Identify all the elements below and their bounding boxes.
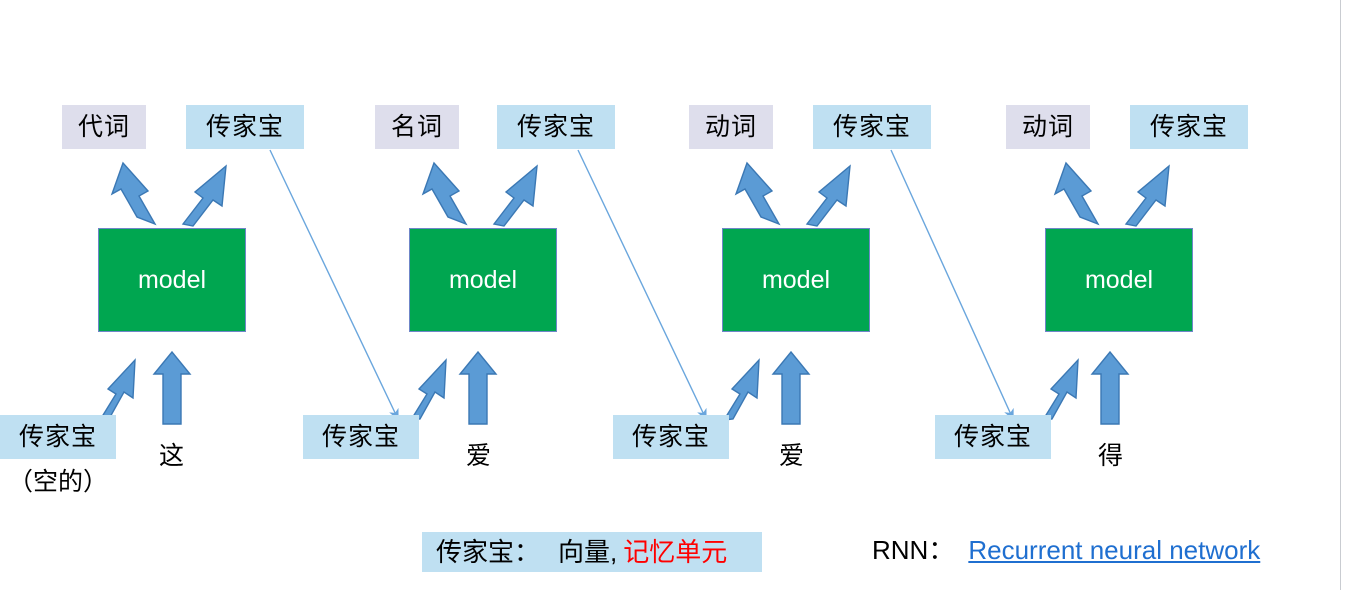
memory-legend-meaning: 向量,: [558, 537, 618, 567]
recurrent-line-1-to-2: [269, 149, 399, 421]
arrow-word3-to-model: [771, 350, 811, 425]
memory-empty-note-step-1: （空的）: [8, 468, 109, 496]
memory-input-step-3: 传家宝: [613, 415, 729, 459]
memory-legend: 传家宝： 向量, 记忆单元: [422, 532, 762, 572]
model-box-step-2: model: [409, 228, 557, 332]
pos-tag-step-4: 动词: [1006, 105, 1090, 149]
recurrent-line-3-to-4: [890, 149, 1014, 421]
arrow-word1-to-model: [152, 350, 192, 425]
arrow-model4-to-memory: [1124, 164, 1170, 227]
recurrent-line-2-to-3: [577, 149, 707, 421]
arrow-memory3-to-model: [722, 358, 760, 421]
memory-output-step-2: 传家宝: [497, 105, 615, 149]
arrow-model1-to-tag: [110, 161, 157, 226]
arrow-memory1-to-model: [98, 358, 136, 421]
pos-tag-step-2: 名词: [375, 105, 459, 149]
arrow-memory4-to-model: [1041, 358, 1079, 421]
memory-legend-meaning-red: 记忆单元: [623, 537, 728, 567]
memory-output-step-4: 传家宝: [1130, 105, 1248, 149]
memory-output-step-1: 传家宝: [186, 105, 304, 149]
arrow-model4-to-tag: [1053, 161, 1100, 226]
rnn-legend: RNN： Recurrent neural network: [872, 537, 1260, 563]
memory-input-step-1: 传家宝: [0, 415, 116, 459]
rnn-expansion-link[interactable]: Recurrent neural network: [968, 535, 1261, 565]
arrow-word4-to-model: [1090, 350, 1130, 425]
input-word-step-3: 爱: [779, 442, 805, 470]
rnn-legend-term: RNN：: [872, 535, 955, 565]
slide-left-border: [0, 0, 1, 590]
pos-tag-step-1: 代词: [62, 105, 146, 149]
model-box-step-4: model: [1045, 228, 1193, 332]
slide-right-border: [1340, 0, 1341, 590]
memory-output-step-3: 传家宝: [813, 105, 931, 149]
memory-legend-term: 传家宝：: [436, 537, 541, 567]
input-word-step-4: 得: [1098, 442, 1124, 470]
arrow-memory2-to-model: [409, 358, 447, 421]
model-box-step-1: model: [98, 228, 246, 332]
model-box-step-3: model: [722, 228, 870, 332]
input-word-step-1: 这: [159, 442, 185, 470]
arrow-model3-to-memory: [805, 164, 851, 227]
arrow-model3-to-tag: [734, 161, 781, 226]
arrow-model2-to-memory: [492, 164, 538, 227]
input-word-step-2: 爱: [466, 442, 492, 470]
arrow-model2-to-tag: [421, 161, 468, 226]
memory-input-step-2: 传家宝: [303, 415, 419, 459]
pos-tag-step-3: 动词: [689, 105, 773, 149]
arrow-word2-to-model: [458, 350, 498, 425]
memory-input-step-4: 传家宝: [935, 415, 1051, 459]
arrow-model1-to-memory: [181, 164, 227, 227]
